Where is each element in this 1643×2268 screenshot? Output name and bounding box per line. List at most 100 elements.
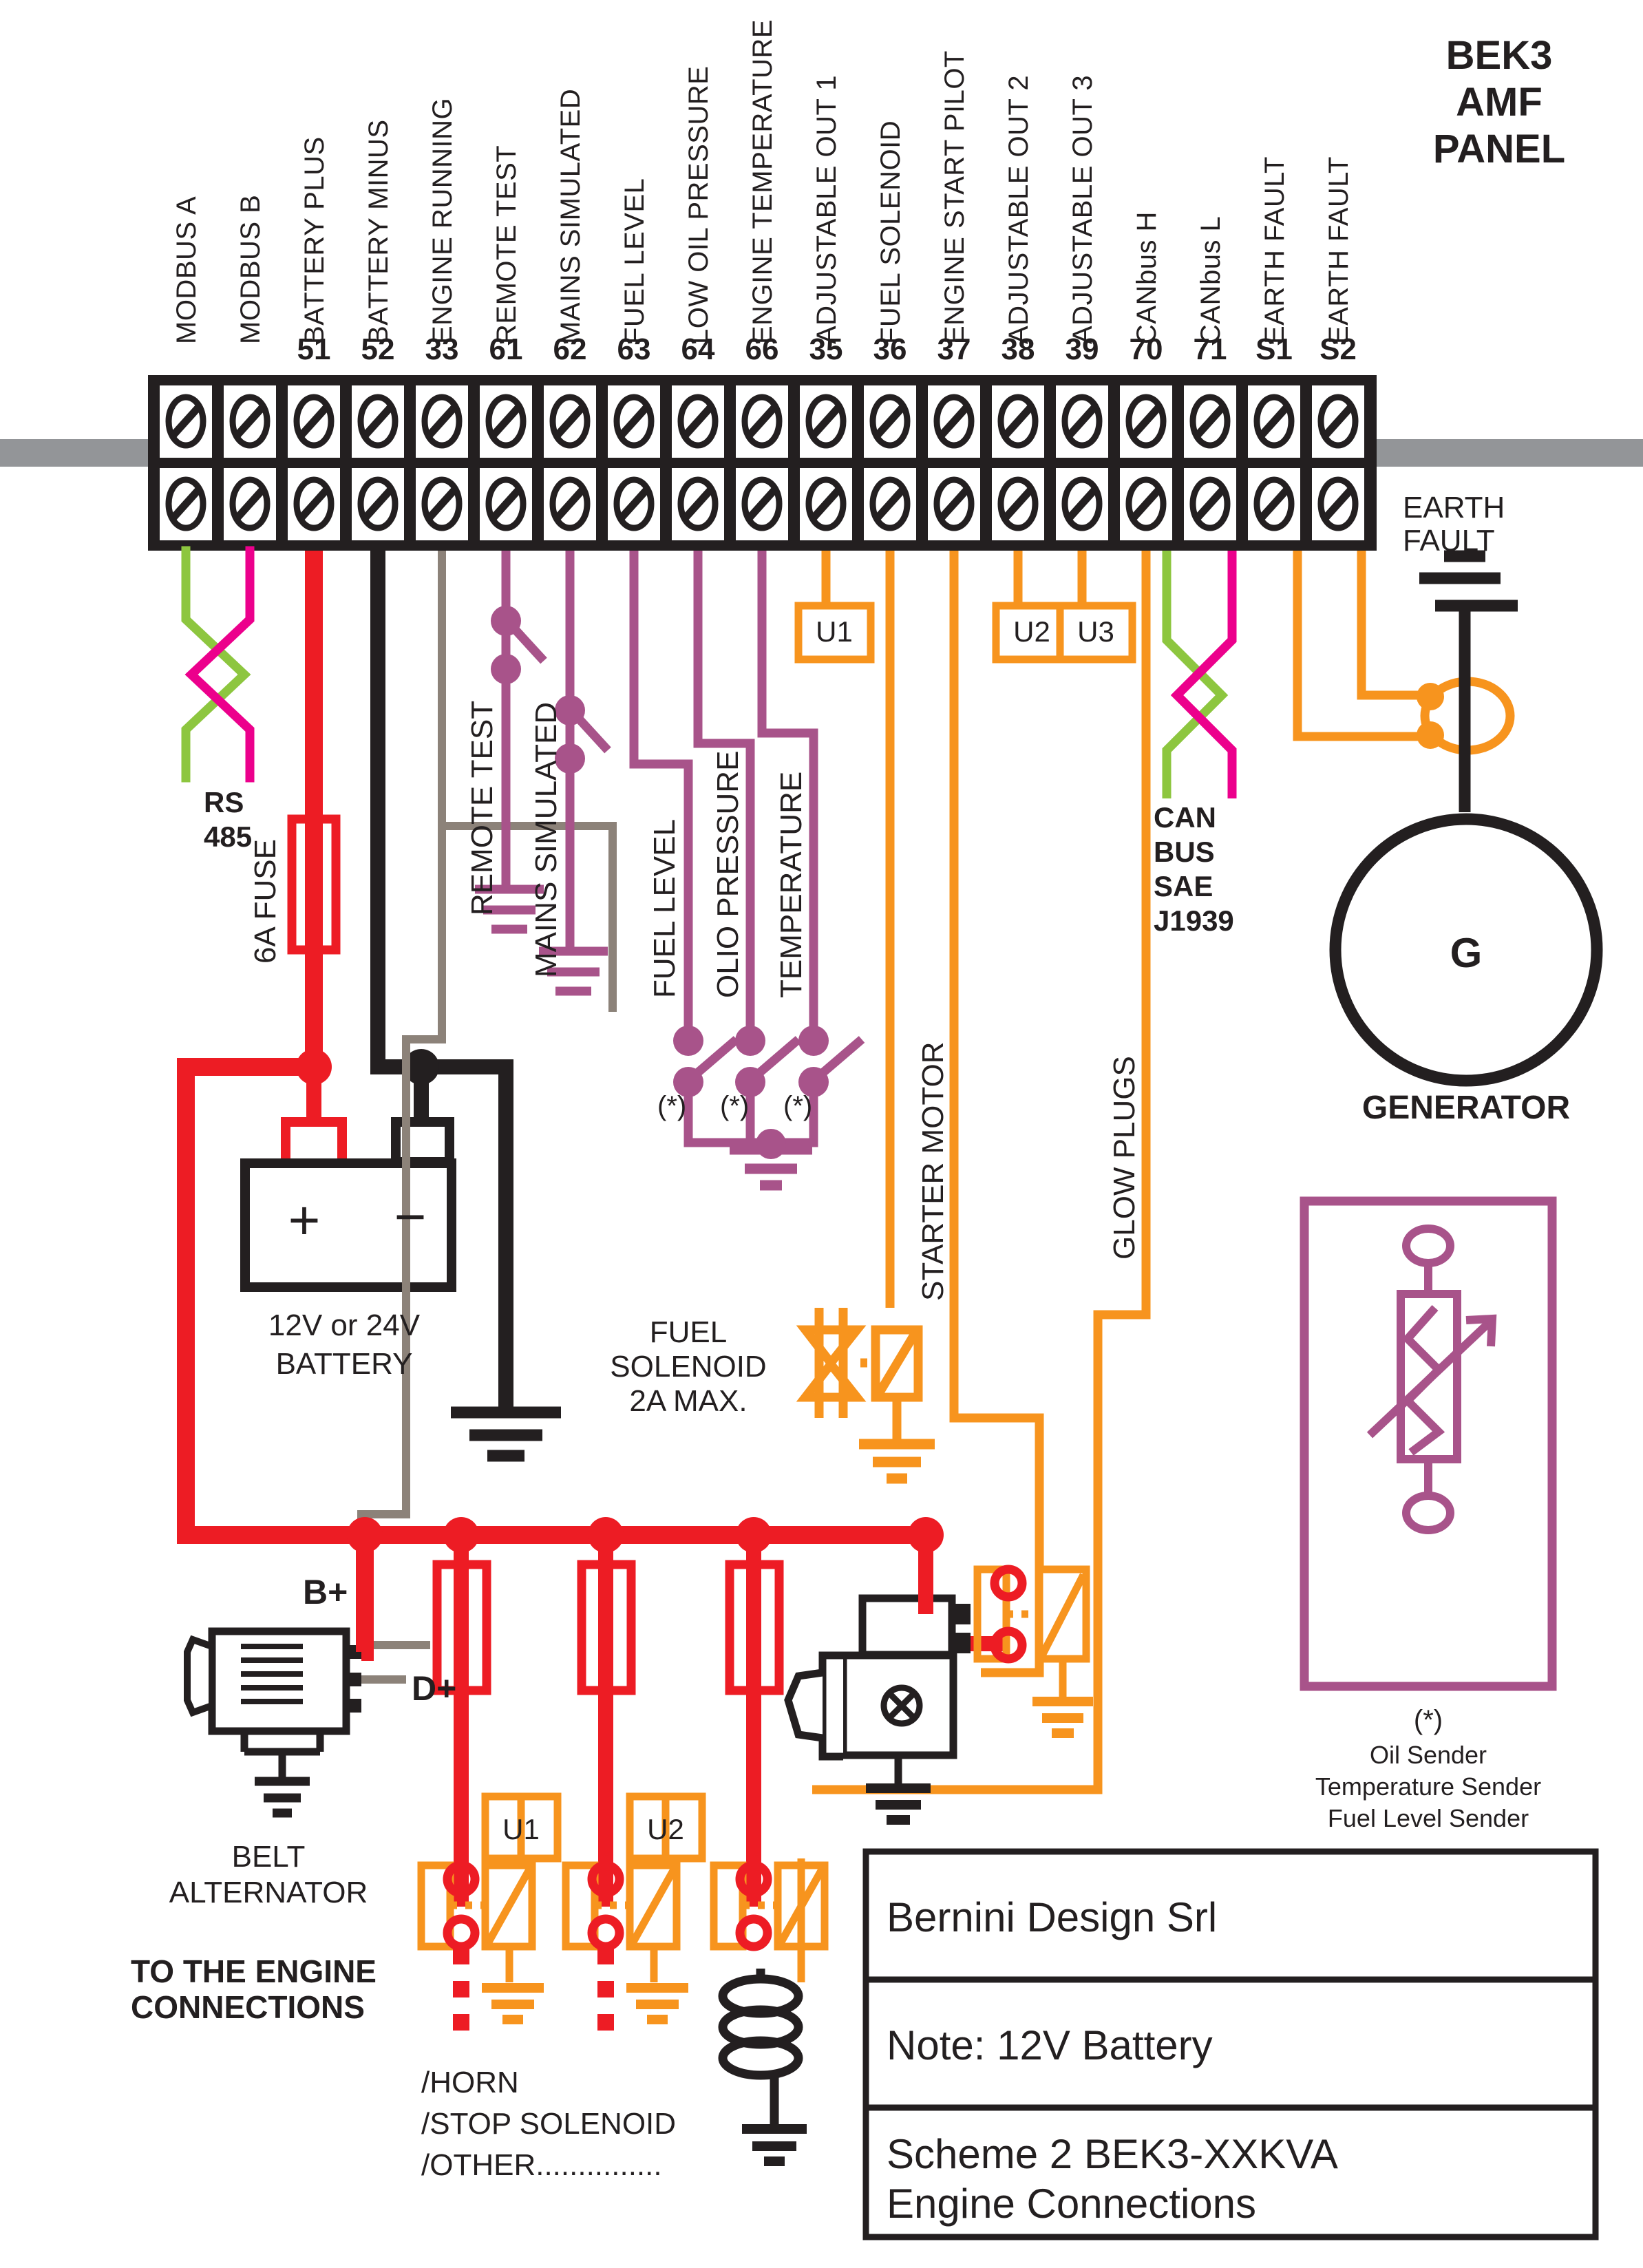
olio-pressure-label: OLIO PRESSURE <box>711 751 745 998</box>
terminal-number: 70 <box>1130 332 1163 366</box>
terminal-label: EARTH FAULT <box>1324 156 1354 344</box>
panel-title: BEK3 AMF PANEL <box>1433 33 1565 171</box>
terminal-label: ADJUSTABLE OUT 3 <box>1068 75 1098 344</box>
fuel-level-label: FUEL LEVEL <box>648 819 681 998</box>
battery-minus-label: − <box>394 1186 427 1247</box>
terminal-label: MAINS SIMULATED <box>555 89 586 344</box>
to-engine-label: CONNECTIONS <box>131 1989 365 2025</box>
relay-label-u2-bottom: U2 <box>647 1813 684 1845</box>
canbus-line: BUS <box>1154 836 1215 868</box>
terminal-label: ENGINE START PILOT <box>940 50 970 344</box>
terminal-number: 36 <box>873 332 907 366</box>
relay-box-u3-top <box>1056 602 1136 664</box>
relay-label-u1-top: U1 <box>816 615 853 648</box>
battery-label: 12V or 24V <box>268 1308 421 1342</box>
belt-alternator-label: BELT <box>232 1840 306 1874</box>
starter-motor-label: STARTER MOTOR <box>916 1042 950 1301</box>
terminal-number: 33 <box>425 332 459 366</box>
sender-caption: Temperature Sender <box>1315 1772 1541 1801</box>
sender-caption: Fuel Level Sender <box>1328 1804 1529 1832</box>
output-list-item: /HORN <box>421 2066 519 2099</box>
terminal-number: 51 <box>297 332 331 366</box>
terminal-label: REMOTE TEST <box>491 145 522 344</box>
wire-engine-running-2 <box>442 822 617 1012</box>
output-leads <box>453 1948 614 2037</box>
din-rail <box>0 439 1643 467</box>
terminal-number: 64 <box>681 332 715 366</box>
canbus-label: CAN BUS SAE J1939 <box>1154 801 1234 937</box>
terminal-number: 62 <box>553 332 587 366</box>
generator-symbol <box>1329 813 1603 1087</box>
battery-label: BATTERY <box>276 1347 413 1381</box>
temperature-label: TEMPERATURE <box>774 772 808 998</box>
title-block-scheme: Scheme 2 BEK3-XXKVA <box>887 2131 1338 2177</box>
terminal-number: 38 <box>1001 332 1035 366</box>
terminal-number: 61 <box>489 332 523 366</box>
remote-test-label: REMOTE TEST <box>465 701 499 915</box>
terminal-label: MODBUS A <box>171 196 202 344</box>
title-block <box>862 1848 1599 2240</box>
panel-title-line: AMF <box>1456 80 1543 125</box>
title-block-scheme: Engine Connections <box>887 2181 1256 2227</box>
terminal-label: CANbus H <box>1132 211 1162 344</box>
battery-symbol <box>240 1158 456 1292</box>
switch-node <box>491 606 521 636</box>
terminal-label: CANbus L <box>1196 216 1226 344</box>
terminal-label: FUEL LEVEL <box>619 178 650 344</box>
alt-bplus-label: B+ <box>303 1573 348 1611</box>
wire-start-pilot <box>949 551 1044 1677</box>
terminal-label: BATTERY MINUS <box>363 119 394 344</box>
panel-title-line: BEK3 <box>1446 33 1553 78</box>
terminal-number: 63 <box>617 332 651 366</box>
glow-plugs-label: GLOW PLUGS <box>1107 1056 1141 1260</box>
bottom-relays <box>417 1797 829 1982</box>
sender-star: (*) <box>1414 1705 1443 1735</box>
terminal-number: S2 <box>1319 332 1357 366</box>
star-marker: (*) <box>720 1091 749 1121</box>
terminal-numbers: 51 52 33 61 62 63 64 66 35 36 37 38 39 7… <box>297 332 1357 366</box>
glow-plug-relay <box>973 1565 1090 1700</box>
fuel-solenoid-ground <box>859 1439 935 1484</box>
coil-ground <box>742 2124 807 2166</box>
glow-relay-ground <box>1032 1697 1093 1738</box>
output-list-item: /OTHER............... <box>421 2148 662 2182</box>
belt-alternator-label: ALTERNATOR <box>169 1876 368 1909</box>
canbus-line: J1939 <box>1154 904 1234 937</box>
wire-rs485 <box>181 546 255 783</box>
fuel-solenoid-label: 2A MAX. <box>629 1384 747 1418</box>
switch-node <box>491 654 521 684</box>
terminal-number: 39 <box>1066 332 1099 366</box>
terminal-number: 66 <box>745 332 779 366</box>
stop-solenoid-coil <box>718 1969 803 2127</box>
rs485-label: 485 <box>204 820 252 853</box>
starter-motor-symbol <box>784 1594 971 1825</box>
terminal-number: S1 <box>1255 332 1293 366</box>
canbus-line: SAE <box>1154 870 1213 902</box>
title-block-company: Bernini Design Srl <box>887 1894 1217 1940</box>
wire-battery-minus <box>370 551 561 1462</box>
canbus-line: CAN <box>1154 801 1216 834</box>
panel-title-line: PANEL <box>1433 127 1565 171</box>
fuel-solenoid-symbol <box>796 1308 923 1442</box>
belt-alternator-symbol <box>184 1627 361 1818</box>
fuel-solenoid-label: SOLENOID <box>610 1350 766 1384</box>
terminal-label: ENGINE RUNNING <box>427 98 458 344</box>
rs485-label: RS <box>204 786 244 818</box>
terminal-block <box>148 375 1377 551</box>
generator-symbol-label: G <box>1450 930 1483 976</box>
terminal-label: ADJUSTABLE OUT 2 <box>1004 75 1034 344</box>
earth-fault-line: EARTH <box>1403 491 1505 524</box>
terminal-label: EARTH FAULT <box>1260 156 1290 344</box>
sender-caption: Oil Sender <box>1370 1741 1487 1769</box>
terminal-label: MODBUS B <box>235 195 266 344</box>
switch-node <box>555 695 585 725</box>
output-list-item: /STOP SOLENOID <box>421 2107 676 2141</box>
title-block-note: Note: 12V Battery <box>887 2022 1213 2068</box>
sender-detail-box <box>1300 1196 1557 1691</box>
fuse-label: 6A FUSE <box>248 839 282 964</box>
terminal-label: ADJUSTABLE OUT 1 <box>812 75 842 344</box>
wire-earth-fault <box>1293 551 1428 741</box>
relay-box-u1-top <box>794 602 875 664</box>
earth-fault-line: FAULT <box>1403 524 1495 558</box>
